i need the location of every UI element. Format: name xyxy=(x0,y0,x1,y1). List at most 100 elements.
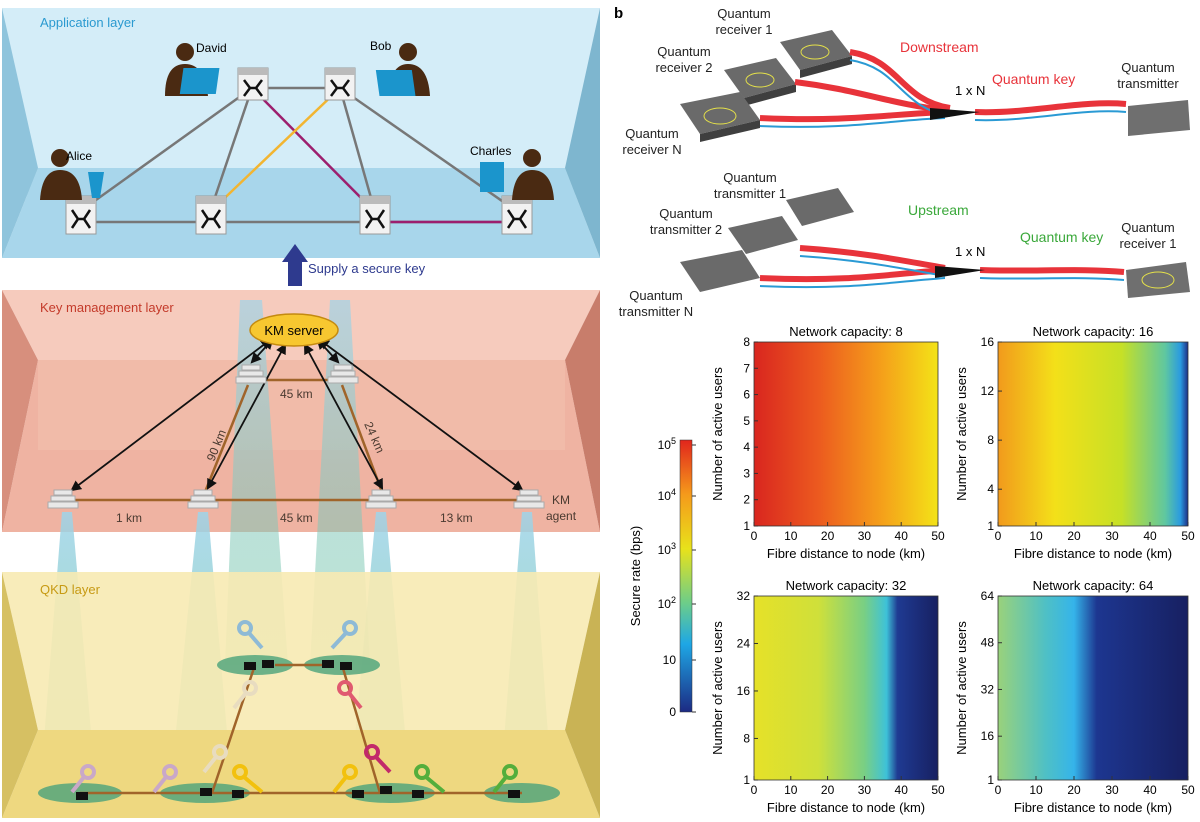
y-tick-label: 1 xyxy=(743,773,750,787)
x-tick-label: 30 xyxy=(1105,783,1119,797)
device-icon xyxy=(724,58,796,106)
colorbar-tick-label: 103 xyxy=(658,541,676,557)
switch-icon xyxy=(359,195,391,235)
key-icon xyxy=(202,744,228,774)
heatmap-surface xyxy=(998,596,1188,780)
qkd-keys xyxy=(70,620,518,794)
km-agent-icon xyxy=(235,364,267,384)
heatmap-xlabel: Fibre distance to node (km) xyxy=(767,546,925,561)
transmitter-label: Quantum xyxy=(659,206,712,221)
km-agent-icon xyxy=(365,489,397,509)
qkd-network xyxy=(38,655,560,803)
colorbar-tick: 10 xyxy=(663,653,696,667)
heatmap-xlabel: Fibre distance to node (km) xyxy=(1014,800,1172,815)
x-tick-label: 30 xyxy=(1105,529,1119,543)
receiver-label: Quantum xyxy=(1121,220,1174,235)
heatmap-frame xyxy=(753,341,939,527)
key-icon xyxy=(152,764,178,794)
key-icon xyxy=(70,764,96,794)
transmitter-label: Quantum xyxy=(629,288,682,303)
upstream-key-label: Quantum key xyxy=(1020,229,1103,245)
user-icon-charles: Charles xyxy=(470,144,554,200)
km-server: KM server xyxy=(249,313,339,347)
x-tick-label: 50 xyxy=(931,529,945,543)
switch-icon xyxy=(65,195,97,235)
x-tick-label: 10 xyxy=(784,529,798,543)
y-tick-label: 3 xyxy=(743,466,750,480)
y-tick-label: 1 xyxy=(987,519,994,533)
y-tick-label: 1 xyxy=(987,773,994,787)
distance-label: 13 km xyxy=(440,511,473,525)
x-tick-label: 20 xyxy=(821,529,835,543)
receiver-label: receiver N xyxy=(622,142,681,157)
y-tick-label: 24 xyxy=(737,636,751,650)
y-tick-label: 12 xyxy=(981,384,995,398)
y-tick-label: 32 xyxy=(737,589,751,603)
x-tick-label: 50 xyxy=(1181,783,1195,797)
y-tick-label: 8 xyxy=(743,335,750,349)
device-icon xyxy=(728,216,798,254)
km-agent-label: KM xyxy=(552,493,570,507)
panel-b-label: b xyxy=(614,5,623,22)
x-tick-label: 0 xyxy=(995,529,1002,543)
transmitter-label: Quantum xyxy=(723,170,776,185)
colorbar-tick-label: 105 xyxy=(658,436,676,452)
x-tick-label: 20 xyxy=(1067,529,1081,543)
switch-icon xyxy=(195,195,227,235)
key-icon xyxy=(364,744,392,774)
km-layer-title: Key management layer xyxy=(40,300,174,315)
key-icon xyxy=(492,764,518,794)
colorbar-label: Secure rate (bps) xyxy=(628,526,643,626)
x-tick-label: 10 xyxy=(1029,783,1043,797)
users: David Bob Alice Charles xyxy=(40,39,554,200)
distance-label: 45 km xyxy=(280,511,313,525)
key-icon xyxy=(232,764,264,794)
y-tick-label: 32 xyxy=(981,682,995,696)
downstream-title: Downstream xyxy=(900,39,979,55)
x-tick-label: 50 xyxy=(931,783,945,797)
colorbar-tick: 0 xyxy=(669,705,696,719)
x-tick-label: 0 xyxy=(751,783,758,797)
heatmap-frame xyxy=(997,595,1189,781)
heatmap-panel: Network capacity: 32 Fibre distance to no… xyxy=(710,578,945,815)
upstream-title: Upstream xyxy=(908,202,969,218)
x-tick-label: 30 xyxy=(858,783,872,797)
receiver-label: Quantum xyxy=(657,44,710,59)
x-tick-label: 50 xyxy=(1181,529,1195,543)
receiver-label: receiver 1 xyxy=(1119,236,1176,251)
user-icon-bob: Bob xyxy=(370,39,430,96)
key-icon xyxy=(337,680,363,710)
transmitter-label: Quantum xyxy=(1121,60,1174,75)
upstream-diagram: Quantum transmitter 1 Quantum transmitte… xyxy=(619,170,1190,319)
user-name: David xyxy=(196,41,227,55)
km-server-arrows xyxy=(70,338,524,492)
x-tick-label: 0 xyxy=(751,529,758,543)
heatmap-title: Network capacity: 32 xyxy=(786,578,907,593)
device-icon xyxy=(680,92,760,142)
device-icon xyxy=(1126,262,1190,298)
x-tick-label: 20 xyxy=(821,783,835,797)
y-tick-label: 8 xyxy=(743,731,750,745)
x-tick-label: 40 xyxy=(895,529,909,543)
heatmap-xlabel: Fibre distance to node (km) xyxy=(767,800,925,815)
x-tick-label: 0 xyxy=(995,783,1002,797)
heatmap-ylabel: Number of active users xyxy=(954,367,969,501)
transmitter-label: transmitter xyxy=(1117,76,1179,91)
km-server-label: KM server xyxy=(264,323,324,338)
key-icon xyxy=(414,764,446,794)
heatmap-surface xyxy=(754,596,938,780)
receiver-label: Quantum xyxy=(717,6,770,21)
switch-icon xyxy=(501,195,533,235)
application-layer-title: Application layer xyxy=(40,15,136,30)
downstream-diagram: Quantum receiver 1 Quantum receiver 2 Qu… xyxy=(622,6,1190,157)
key-icon xyxy=(332,764,358,794)
device-icon xyxy=(780,30,852,78)
transmitter-label: transmitter 1 xyxy=(714,186,786,201)
heatmap-ylabel: Number of active users xyxy=(710,621,725,755)
key-icon xyxy=(232,680,258,710)
x-tick-label: 10 xyxy=(784,783,798,797)
